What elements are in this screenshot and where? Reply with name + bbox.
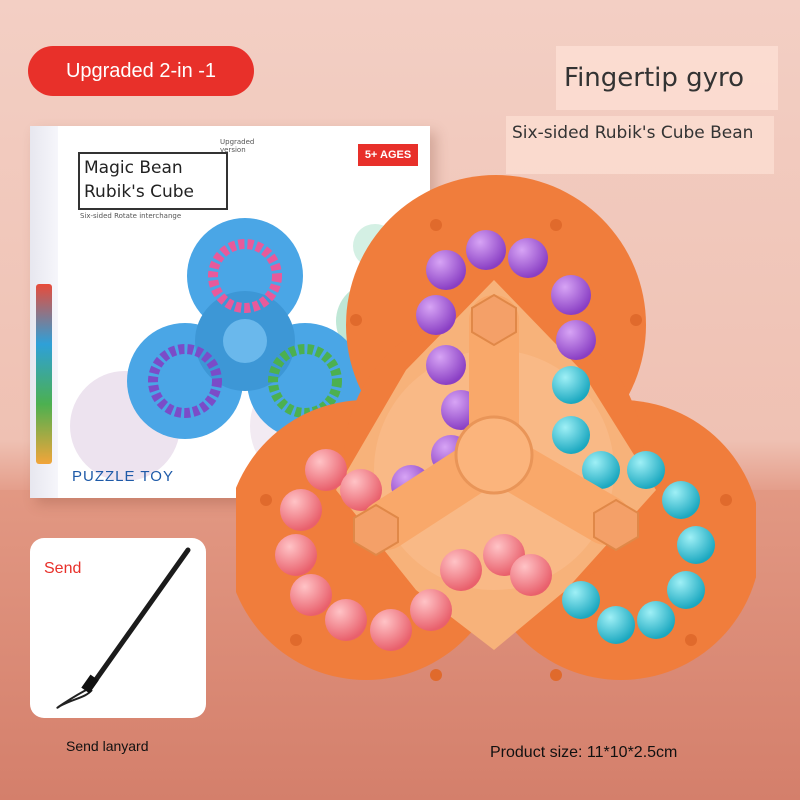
center-spinner-arms: [353, 293, 639, 557]
ages-badge: 5+ AGES: [358, 144, 418, 166]
upgraded-badge: Upgraded 2-in -1: [28, 46, 254, 96]
package-side-label: [36, 284, 52, 464]
package-upgraded-text: Upgraded version: [220, 138, 255, 154]
product-size: Product size: 11*10*2.5cm: [490, 744, 678, 761]
package-title-line2: Rubik's Cube: [84, 182, 195, 202]
center-cap: [454, 415, 534, 495]
lanyard-card: Send: [30, 538, 206, 718]
package-title-line1: Magic Bean: [84, 158, 183, 178]
product-subtitle: Six-sided Rubik's Cube Bean: [506, 116, 774, 174]
rim-bolts: [260, 219, 732, 681]
package-title: Magic Bean Rubik's Cube: [78, 152, 228, 210]
package-small-text: Six-sided Rotate interchange: [80, 212, 182, 220]
upgraded-badge-label: Upgraded 2-in -1: [65, 59, 217, 82]
lanyard-image: [56, 547, 191, 709]
pink-beads: [275, 449, 552, 651]
ages-badge-label: 5+ AGES: [364, 149, 412, 161]
lanyard-caption: Send lanyard: [66, 738, 149, 754]
lanyard-send-label: Send: [44, 560, 82, 577]
fingertip-gyro-toy: [236, 175, 756, 681]
product-title-text: Fingertip gyro: [564, 63, 745, 93]
package-brand: PUZZLE TOY: [72, 468, 174, 485]
product-title: Fingertip gyro: [556, 46, 778, 110]
cyan-beads: [552, 366, 715, 644]
product-subtitle-text: Six-sided Rubik's Cube Bean: [512, 123, 754, 143]
